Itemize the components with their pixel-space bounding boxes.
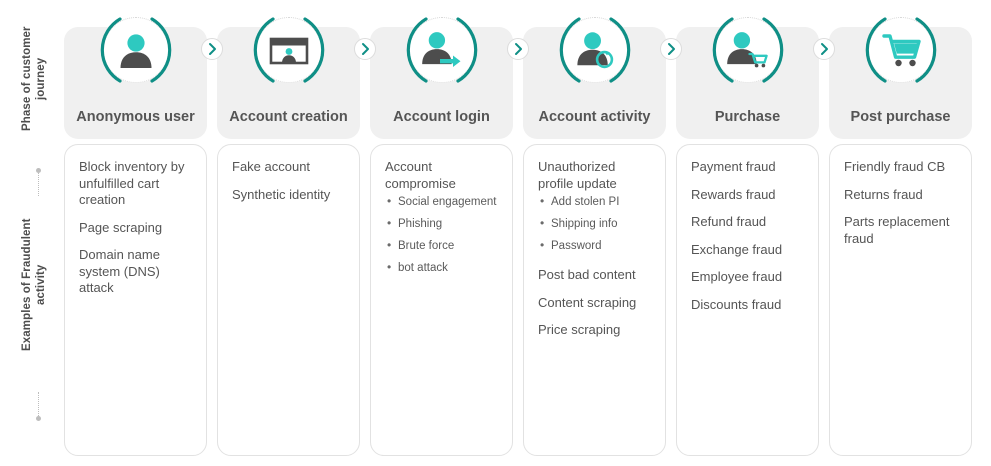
axis-bracket-line-bottom <box>38 392 40 418</box>
fraud-item: Friendly fraud CB <box>844 159 957 176</box>
phase-title-purchase: Purchase <box>714 109 781 125</box>
fraud-examples-card-anonymous-user: Block inventory by unfulfilled cart crea… <box>64 144 207 456</box>
fraud-item: Unauthorized profile updateAdd stolen PI… <box>538 159 651 254</box>
fraud-item-label: Account compromise <box>385 159 456 191</box>
person-refresh-icon <box>557 12 633 88</box>
phase-title-account-creation: Account creation <box>229 109 348 125</box>
axis-bracket-dot-bottom <box>35 416 41 421</box>
fraud-item-label: Content scraping <box>538 294 637 310</box>
connector-account-creation-to-account-login[interactable] <box>354 38 376 60</box>
phase-title-account-login: Account login <box>393 109 490 125</box>
fraud-subitem: Shipping info <box>538 216 651 232</box>
fraud-item: Discounts fraud <box>691 297 804 314</box>
fraud-item: Domain name system (DNS) attack <box>79 247 192 297</box>
fraud-item-label: Employee fraud <box>691 269 783 284</box>
fraud-item: Content scraping <box>538 295 651 312</box>
fraud-item-label: Unauthorized profile update <box>538 159 617 191</box>
fraud-subitem-list: Add stolen PI Shipping infoPassword <box>538 194 651 254</box>
person-id-card-icon <box>251 12 327 88</box>
fraud-item-label: Exchange fraud <box>691 241 783 257</box>
fraud-item: Fake account <box>232 159 345 176</box>
connector-purchase-to-post-purchase[interactable] <box>813 38 835 60</box>
connector-account-activity-to-purchase[interactable] <box>660 38 682 60</box>
fraud-item-label: Synthetic identity <box>232 186 331 202</box>
fraud-examples-card-account-activity: Unauthorized profile updateAdd stolen PI… <box>523 144 666 456</box>
fraud-item-label: Block inventory by unfulfilled cart crea… <box>79 159 185 207</box>
fraud-subitem-list: Social engagementPhishingBrute force bot … <box>385 194 498 276</box>
fraud-item-label: Fake account <box>232 159 311 174</box>
fraud-item: Account compromiseSocial engagementPhish… <box>385 159 498 276</box>
axis-label-phase-of-customer-journey: Phase of customer journey <box>21 26 47 132</box>
fraud-item: Returns fraud <box>844 187 957 204</box>
fraud-item-label: Discounts fraud <box>691 296 782 312</box>
fraud-item: Page scraping <box>79 220 192 237</box>
fraud-item-label: Page scraping <box>79 219 163 235</box>
fraud-item: Parts replacement fraud <box>844 214 957 247</box>
fraud-subitem: Social engagement <box>385 194 498 210</box>
fraud-item-label: Price scraping <box>538 322 621 337</box>
connector-account-login-to-account-activity[interactable] <box>507 38 529 60</box>
shopping-cart-icon <box>863 12 939 88</box>
fraud-item-label: Parts replacement fraud <box>844 214 950 246</box>
axis-label-examples-of-fraudulent-activity: Examples of Fraudulent activity <box>21 218 47 352</box>
fraud-item: Post bad content <box>538 267 651 284</box>
phase-title-account-activity: Account activity <box>538 109 651 125</box>
fraud-item-label: Rewards fraud <box>691 186 776 202</box>
phase-card-post-purchase[interactable]: Post purchase <box>829 27 972 139</box>
fraud-examples-card-account-login: Account compromiseSocial engagementPhish… <box>370 144 513 456</box>
fraud-item: Block inventory by unfulfilled cart crea… <box>79 159 192 209</box>
person-icon <box>98 12 174 88</box>
fraud-item: Synthetic identity <box>232 187 345 204</box>
fraud-subitem: bot attack <box>385 260 498 276</box>
fraud-item: Rewards fraud <box>691 187 804 204</box>
fraud-item-label: Payment fraud <box>691 159 776 174</box>
fraud-item-label: Domain name system (DNS) attack <box>79 247 160 295</box>
connector-anonymous-user-to-account-creation[interactable] <box>201 38 223 60</box>
person-shopping-cart-icon <box>710 12 786 88</box>
fraud-subitem: Phishing <box>385 216 498 232</box>
fraud-item-label: Post bad content <box>538 267 636 282</box>
person-login-arrow-icon <box>404 12 480 88</box>
fraud-subitem: Password <box>538 238 651 254</box>
phase-title-anonymous-user: Anonymous user <box>76 109 195 125</box>
fraud-item-label: Friendly fraud CB <box>844 159 946 174</box>
fraud-item-label: Returns fraud <box>844 186 923 202</box>
fraud-item: Exchange fraud <box>691 242 804 259</box>
fraud-item: Price scraping <box>538 322 651 339</box>
fraud-subitem: Brute force <box>385 238 498 254</box>
phase-title-post-purchase: Post purchase <box>850 109 951 125</box>
axis-bracket-line-top <box>38 170 40 196</box>
fraud-item: Payment fraud <box>691 159 804 176</box>
fraud-item: Employee fraud <box>691 269 804 286</box>
fraud-item: Refund fraud <box>691 214 804 231</box>
fraud-subitem: Add stolen PI <box>538 194 651 210</box>
fraud-item-label: Refund fraud <box>691 214 767 229</box>
axis-bracket-dot-top <box>35 168 41 173</box>
